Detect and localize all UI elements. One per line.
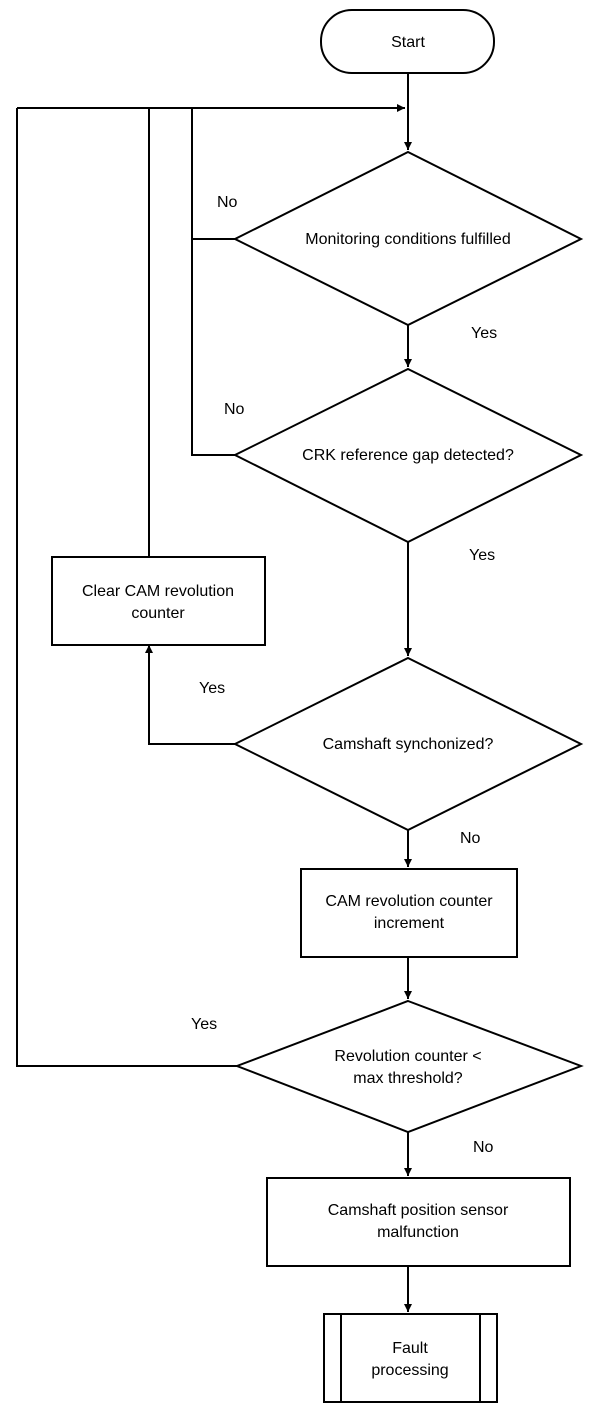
branch-label-sync-no: No <box>460 830 481 847</box>
synchronized-label: Camshaft synchonized? <box>323 736 494 753</box>
branch-label-crk-yes: Yes <box>469 547 495 564</box>
increment-label-line-2: increment <box>374 915 445 932</box>
process-cam-counter-increment <box>300 868 518 958</box>
start-label: Start <box>391 34 425 51</box>
branch-label-sync-yes: Yes <box>199 680 225 697</box>
fault-label-line-1: Fault <box>392 1340 428 1357</box>
connector-monitoring-no-branch <box>191 108 235 240</box>
branch-label-monitoring-yes: Yes <box>471 325 497 342</box>
malfunction-label-line-2: malfunction <box>377 1224 459 1241</box>
decision-crk-reference-gap <box>232 367 584 544</box>
subprocess-fault-processing <box>323 1313 498 1403</box>
monitoring-label: Monitoring conditions fulfilled <box>305 231 510 248</box>
increment-label-line-1: CAM revolution counter <box>325 893 493 910</box>
decision-revolution-threshold <box>234 999 584 1134</box>
connector-threshold-yes-loop <box>16 108 237 1067</box>
connector-crk-no-branch <box>191 239 235 456</box>
process-camshaft-sensor-malfunction <box>266 1177 571 1267</box>
crk-label: CRK reference gap detected? <box>302 447 514 464</box>
branch-label-threshold-no: No <box>473 1139 494 1156</box>
process-clear-cam-counter <box>51 556 266 646</box>
branch-label-threshold-yes: Yes <box>191 1016 217 1033</box>
clear-label-line-2: counter <box>131 605 185 622</box>
threshold-label-line-2: max threshold? <box>353 1070 462 1087</box>
start-terminal <box>320 9 495 74</box>
connector-synchronized-yes-branch <box>145 645 235 745</box>
threshold-label-line-1: Revolution counter < <box>334 1048 481 1065</box>
clear-label-line-1: Clear CAM revolution <box>82 583 234 600</box>
decision-monitoring-conditions <box>232 150 584 327</box>
fault-label-line-2: processing <box>371 1362 448 1379</box>
decision-camshaft-synchronized <box>232 656 584 832</box>
branch-label-crk-no: No <box>224 401 245 418</box>
branch-label-monitoring-no: No <box>217 194 238 211</box>
malfunction-label-line-1: Camshaft position sensor <box>328 1202 509 1219</box>
